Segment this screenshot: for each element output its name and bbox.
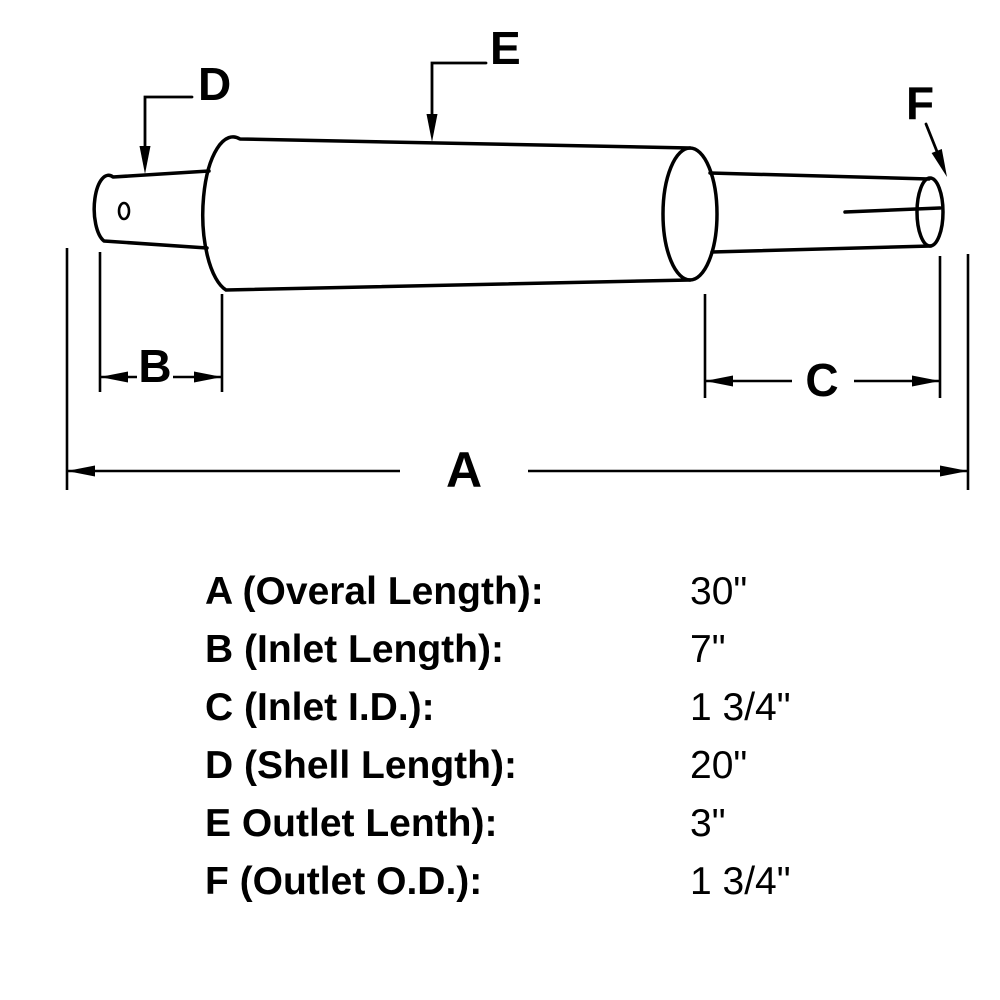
leader-line-f — [924, 122, 940, 156]
dim-b-arrow-right — [194, 371, 222, 383]
shell-outline — [201, 135, 692, 292]
outlet-pipe-slot — [843, 206, 942, 214]
leader-line-d — [143, 95, 194, 150]
leader-line-e — [430, 61, 488, 118]
spec-label-f: F (Outlet O.D.): — [205, 860, 483, 903]
spec-value-b: 7" — [690, 628, 726, 671]
leader-arrow-e — [426, 114, 438, 142]
label-f: F — [906, 77, 934, 129]
spec-label-d: D (Shell Length): — [205, 744, 517, 787]
label-d: D — [198, 58, 231, 110]
shell-end-cap — [661, 146, 719, 282]
spec-row-b: B (Inlet Length): 7" — [205, 621, 925, 679]
dim-c-arrow-left — [705, 375, 733, 387]
inlet-pipe-outline — [92, 169, 211, 250]
outlet-pipe-open-end — [915, 176, 945, 248]
spec-label-e: E Outlet Lenth): — [205, 802, 498, 845]
spec-label-c: C (Inlet I.D.): — [205, 686, 435, 729]
spec-row-d: D (Shell Length): 20" — [205, 737, 925, 795]
spec-row-f: F (Outlet O.D.): 1 3/4" — [205, 853, 925, 911]
muffler-dimension-diagram: D E F B C A — [65, 22, 970, 498]
label-a: A — [446, 442, 482, 498]
spec-row-e: E Outlet Lenth): 3" — [205, 795, 925, 853]
leader-arrow-f — [931, 149, 947, 177]
spec-label-a: A (Overal Length): — [205, 570, 544, 613]
spec-value-c: 1 3/4" — [690, 686, 791, 729]
spec-table: A (Overal Length): 30" B (Inlet Length):… — [205, 563, 925, 911]
spec-value-a: 30" — [690, 570, 748, 613]
spec-row-c: C (Inlet I.D.): 1 3/4" — [205, 679, 925, 737]
outlet-pipe-top-edge — [708, 171, 931, 181]
spec-row-a: A (Overal Length): 30" — [205, 563, 925, 621]
label-e: E — [490, 22, 521, 74]
leader-arrow-d — [139, 146, 151, 174]
spec-value-d: 20" — [690, 744, 748, 787]
spec-value-f: 1 3/4" — [690, 860, 791, 903]
dim-a-arrow-left — [67, 465, 95, 477]
dim-c-arrow-right — [912, 375, 940, 387]
label-c: C — [805, 354, 838, 406]
spec-value-e: 3" — [690, 802, 726, 845]
inlet-pipe-hole — [117, 201, 131, 221]
outlet-pipe-bottom-edge — [710, 244, 933, 254]
label-b: B — [138, 340, 171, 392]
spec-label-b: B (Inlet Length): — [205, 628, 504, 671]
dim-a-arrow-right — [940, 465, 968, 477]
dim-b-arrow-left — [100, 371, 128, 383]
